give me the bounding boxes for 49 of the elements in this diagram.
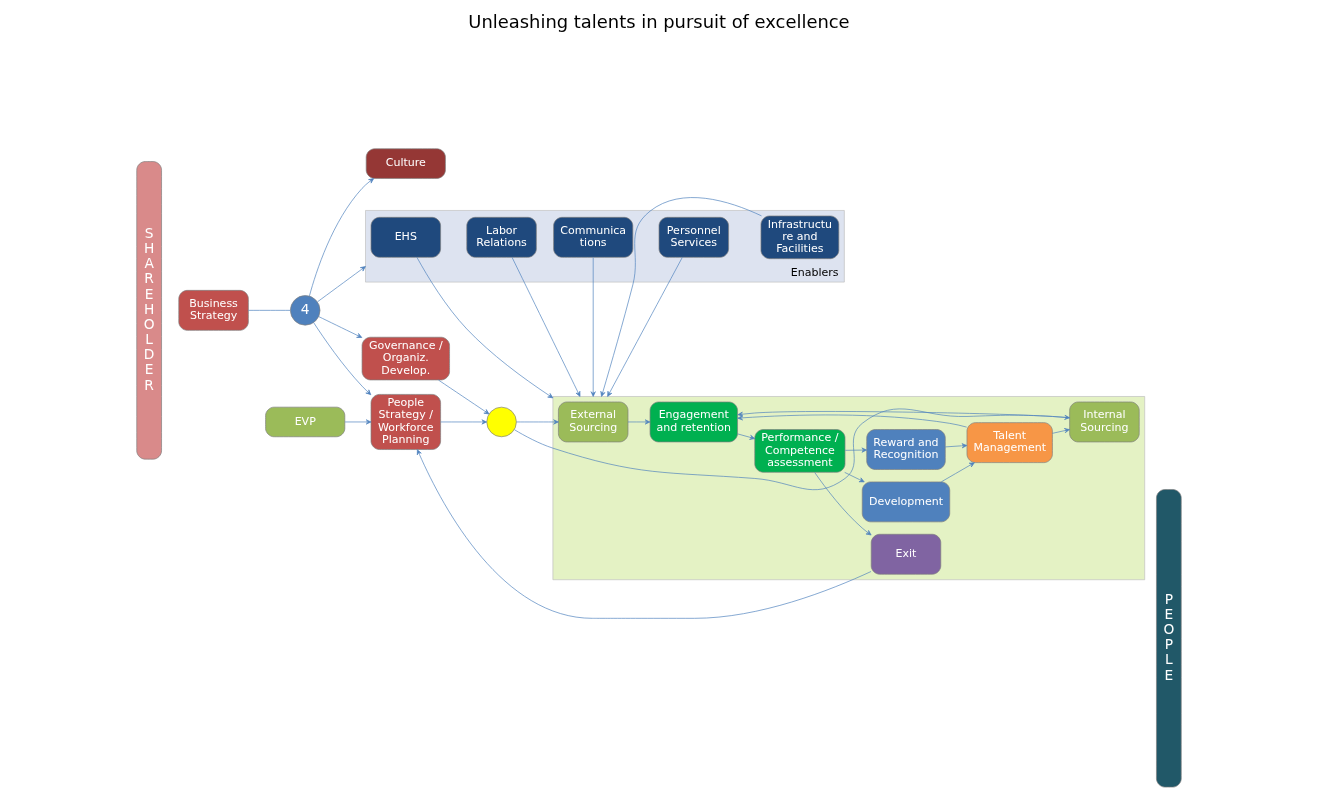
arrow [737,411,1070,419]
arrow [313,322,372,396]
node-box: EVP [265,406,346,438]
arrow [600,197,762,397]
node-box: Communica tions [553,217,634,258]
arrow [945,443,968,449]
arrow [844,447,868,453]
arrow [814,472,872,536]
arrow [590,257,596,397]
node-box: Exit [870,533,942,575]
arrow [516,419,559,425]
arrow [941,462,975,483]
arrow [737,414,967,428]
arrow [1052,428,1070,434]
node-box: PEOPLE [1156,489,1182,788]
arrow [511,257,581,397]
arrow [309,178,375,297]
arrow [627,419,651,425]
arrow [416,449,872,619]
node-box: SHAREHOLDER [136,161,162,460]
node-box: Reward and Recognition [866,429,946,470]
arrow [318,316,363,338]
arrow [440,419,487,425]
arrow [844,472,865,483]
arrow [317,266,366,303]
node-box: Engagement and retention [649,401,738,443]
node-box: People Strategy / Workforce Planning [370,394,441,450]
node-box: Culture [365,148,446,179]
arrow [514,408,1070,491]
node-circle: 4 [290,295,321,326]
arrow [344,419,372,425]
node-box: Performance / Competence assessment [754,429,846,473]
arrow [737,433,756,440]
node-box: Talent Management [966,422,1053,463]
node-box: Business Strategy [178,290,249,331]
diagram-title: Unleashing talents in pursuit of excellence [468,10,850,32]
arrow [607,257,683,397]
arrow [438,379,490,415]
node-circle [486,406,517,438]
node-box: Development [861,481,951,523]
node-box: Infrastructu re and Facilities [760,215,840,260]
node-box: EHS [370,217,441,258]
node-box: Labor Relations [466,217,537,258]
node-box: Governance / Organiz. Develop. [361,336,450,381]
node-box: Internal Sourcing [1069,401,1140,443]
node-box: Personnel Services [658,217,729,258]
node-box: External Sourcing [558,401,629,443]
connector [248,310,291,311]
arrow [416,257,554,399]
